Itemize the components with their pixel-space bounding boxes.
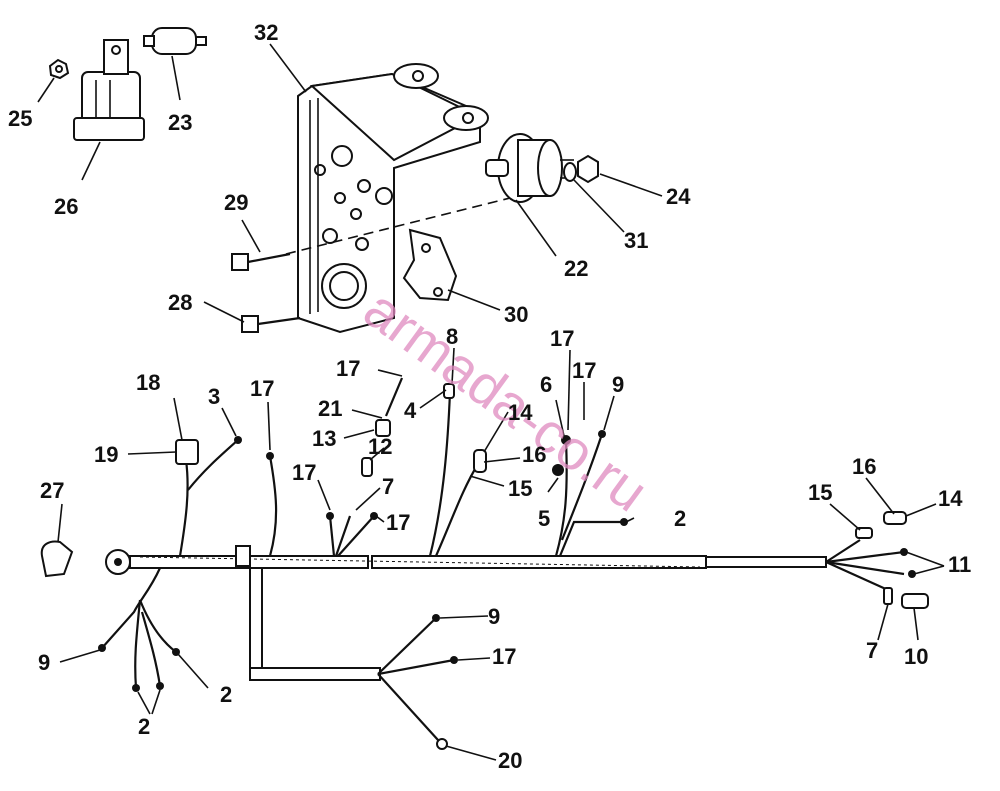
callout-17: 17 xyxy=(336,356,360,381)
callout-17: 17 xyxy=(550,326,574,351)
callout-15: 15 xyxy=(808,480,832,505)
callout-17: 17 xyxy=(386,510,410,535)
leader-lines xyxy=(57,347,945,761)
callout-2: 2 xyxy=(138,714,150,739)
callout-16: 16 xyxy=(852,454,876,479)
callout-22: 22 xyxy=(564,256,588,281)
callout-18: 18 xyxy=(136,370,160,395)
callout-24: 24 xyxy=(666,184,691,209)
callout-16: 16 xyxy=(522,442,546,467)
callout-8: 8 xyxy=(446,324,458,349)
callout-14: 14 xyxy=(938,486,963,511)
callout-17: 17 xyxy=(572,358,596,383)
callout-4: 4 xyxy=(404,398,417,423)
callout-25: 25 xyxy=(8,106,32,131)
callout-3: 3 xyxy=(208,384,220,409)
callout-6: 6 xyxy=(540,372,552,397)
callout-5: 5 xyxy=(538,506,550,531)
callout-31: 31 xyxy=(624,228,648,253)
callout-17: 17 xyxy=(492,644,516,669)
callout-19: 19 xyxy=(94,442,118,467)
callout-7: 7 xyxy=(866,638,878,663)
part-24-nut xyxy=(577,154,663,197)
callout-14: 14 xyxy=(508,400,533,425)
alignment-dashed-line xyxy=(285,197,511,255)
callout-17: 17 xyxy=(250,376,274,401)
callout-13: 13 xyxy=(312,426,336,451)
part-31-washer xyxy=(563,162,625,233)
part-29-screw xyxy=(231,219,291,271)
callout-26: 26 xyxy=(54,194,78,219)
callout-2: 2 xyxy=(674,506,686,531)
callout-2: 2 xyxy=(220,682,232,707)
callout-20: 20 xyxy=(498,748,522,773)
part-23-solenoid xyxy=(143,27,207,101)
callout-29: 29 xyxy=(224,190,248,215)
callout-9: 9 xyxy=(612,372,624,397)
callout-32: 32 xyxy=(254,20,278,45)
callout-17: 17 xyxy=(292,460,316,485)
callout-30: 30 xyxy=(504,302,528,327)
callout-11: 11 xyxy=(948,552,971,577)
part-26-relay xyxy=(73,39,145,181)
callout-27: 27 xyxy=(40,478,64,503)
callout-labels: 25 26 23 32 24 31 22 29 28 30 8 17 17 17… xyxy=(8,20,971,773)
callout-12: 12 xyxy=(368,434,392,459)
part-22-switch xyxy=(485,133,574,257)
callout-23: 23 xyxy=(168,110,192,135)
callout-15: 15 xyxy=(508,476,532,501)
main-harness xyxy=(40,377,929,750)
callout-28: 28 xyxy=(168,290,192,315)
part-32-bracket xyxy=(269,43,489,334)
part-30-clip xyxy=(402,228,501,311)
callout-9: 9 xyxy=(488,604,500,629)
callout-9: 9 xyxy=(38,650,50,675)
callout-21: 21 xyxy=(318,396,342,421)
part-28-screw xyxy=(203,301,301,333)
callout-7: 7 xyxy=(382,474,394,499)
callout-10: 10 xyxy=(904,644,928,669)
part-25-nut xyxy=(37,58,70,103)
